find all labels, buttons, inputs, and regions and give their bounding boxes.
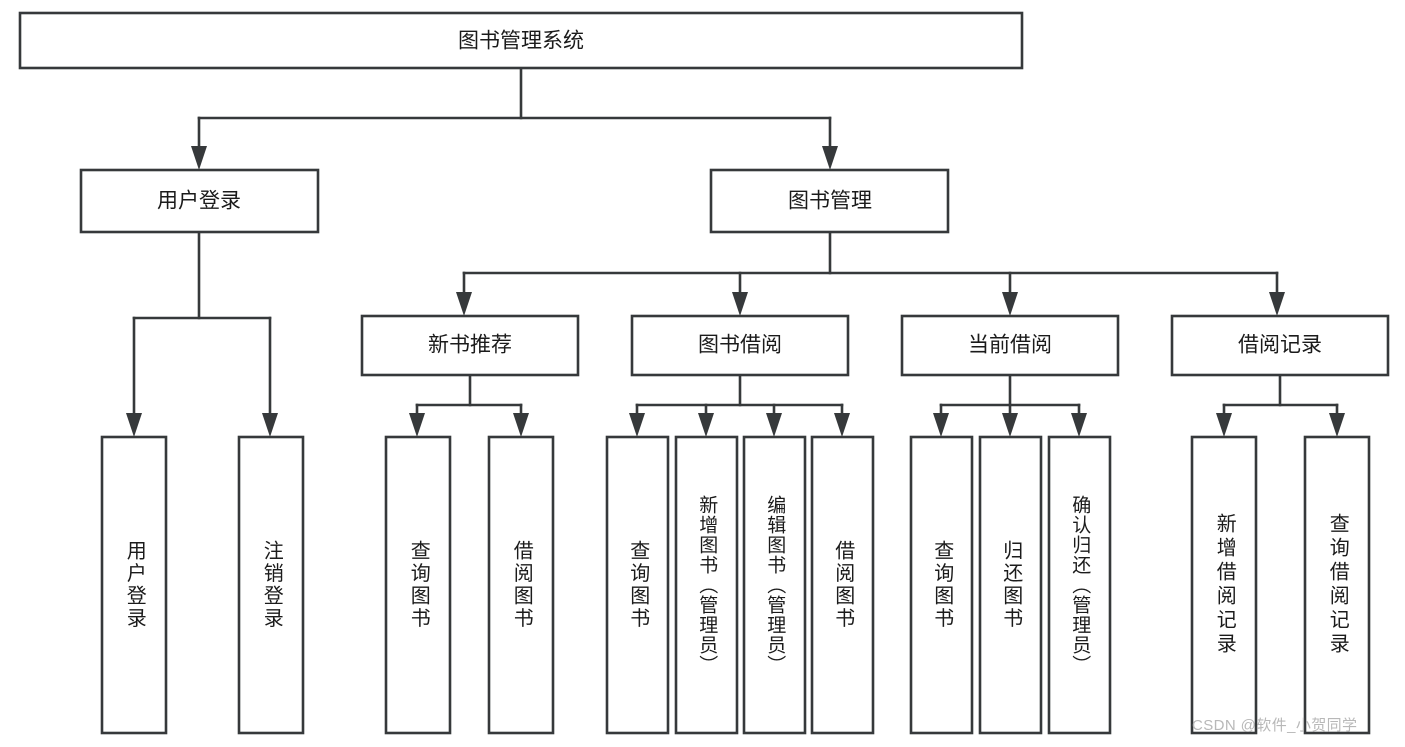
node-root-box[interactable] — [18, 11, 1024, 70]
leaf-box-return-book[interactable] — [978, 435, 1043, 735]
arrow-head-leaf-query-book-3 — [933, 413, 949, 437]
connector-group-current-borrow — [933, 373, 1087, 437]
leaf-box-query-book-2[interactable] — [605, 435, 670, 735]
leaf-box-logout-login[interactable] — [237, 435, 305, 735]
connector-group-borrow-record — [1216, 373, 1345, 437]
leaf-box-add-record[interactable] — [1190, 435, 1258, 735]
arrow-head-leaf-query-record — [1329, 413, 1345, 437]
arrow-head-borrow-record — [1269, 292, 1285, 316]
arrow-head-leaf-logout-login — [262, 413, 278, 437]
node-user-login[interactable]: 用户登录 — [79, 168, 320, 234]
leaf-box-borrow-book-2[interactable] — [810, 435, 875, 735]
connector-group-new-book-recommend — [409, 373, 529, 437]
node-current-borrow-box[interactable] — [900, 314, 1120, 377]
node-borrow-record-box[interactable] — [1170, 314, 1390, 377]
leaf-box-query-book-1[interactable] — [384, 435, 452, 735]
node-borrow-record-label: 借阅记录 — [1238, 334, 1322, 357]
node-root-label: 图书管理系统 — [458, 30, 584, 53]
connector-group-book-management — [456, 230, 1285, 316]
leaf-boxes — [100, 435, 1371, 735]
node-current-borrow[interactable]: 当前借阅 — [900, 314, 1120, 377]
arrow-head-leaf-return-book — [1002, 413, 1018, 437]
arrow-head-leaf-query-book-2 — [629, 413, 645, 437]
csdn-watermark: CSDN @软件_小贺同学 — [1192, 717, 1358, 734]
connector-group-book-borrow — [629, 373, 850, 437]
arrow-head-new-book-recommend — [456, 292, 472, 316]
arrow-head-book-borrow — [732, 292, 748, 316]
leaf-box-user-login[interactable] — [100, 435, 168, 735]
node-book-borrow-box[interactable] — [630, 314, 850, 377]
node-borrow-record[interactable]: 借阅记录 — [1170, 314, 1390, 377]
leaf-box-query-record[interactable] — [1303, 435, 1371, 735]
leaf-box-add-book[interactable] — [674, 435, 739, 735]
node-book-borrow-label: 图书借阅 — [698, 334, 782, 357]
node-new-book-recommend[interactable]: 新书推荐 — [360, 314, 580, 377]
leaf-box-confirm-return[interactable] — [1047, 435, 1112, 735]
node-root[interactable]: 图书管理系统 — [18, 11, 1024, 70]
node-book-management-label: 图书管理 — [788, 190, 872, 213]
leaf-box-edit-book[interactable] — [742, 435, 807, 735]
node-book-borrow[interactable]: 图书借阅 — [630, 314, 850, 377]
arrow-head-leaf-add-book — [698, 413, 714, 437]
node-user-login-box[interactable] — [79, 168, 320, 234]
node-new-book-recommend-box[interactable] — [360, 314, 580, 377]
connector-group-root — [191, 66, 838, 170]
arrow-head-user-login — [191, 146, 207, 170]
arrow-head-current-borrow — [1002, 292, 1018, 316]
arrow-head-leaf-confirm-return — [1071, 413, 1087, 437]
node-book-management[interactable]: 图书管理 — [709, 168, 950, 234]
node-current-borrow-label: 当前借阅 — [968, 334, 1052, 357]
connector-group-user-login — [126, 230, 278, 437]
node-new-book-recommend-label: 新书推荐 — [428, 334, 512, 357]
arrow-head-leaf-user-login — [126, 413, 142, 437]
leaf-box-borrow-book-1[interactable] — [487, 435, 555, 735]
arrow-head-leaf-add-record — [1216, 413, 1232, 437]
arrow-head-leaf-edit-book — [766, 413, 782, 437]
arrow-head-book-management — [822, 146, 838, 170]
arrow-head-leaf-borrow-book-1 — [513, 413, 529, 437]
node-book-management-box[interactable] — [709, 168, 950, 234]
arrow-head-leaf-query-book-1 — [409, 413, 425, 437]
node-user-login-label: 用户登录 — [157, 190, 241, 213]
arrow-head-leaf-borrow-book-2 — [834, 413, 850, 437]
leaf-box-query-book-3[interactable] — [909, 435, 974, 735]
